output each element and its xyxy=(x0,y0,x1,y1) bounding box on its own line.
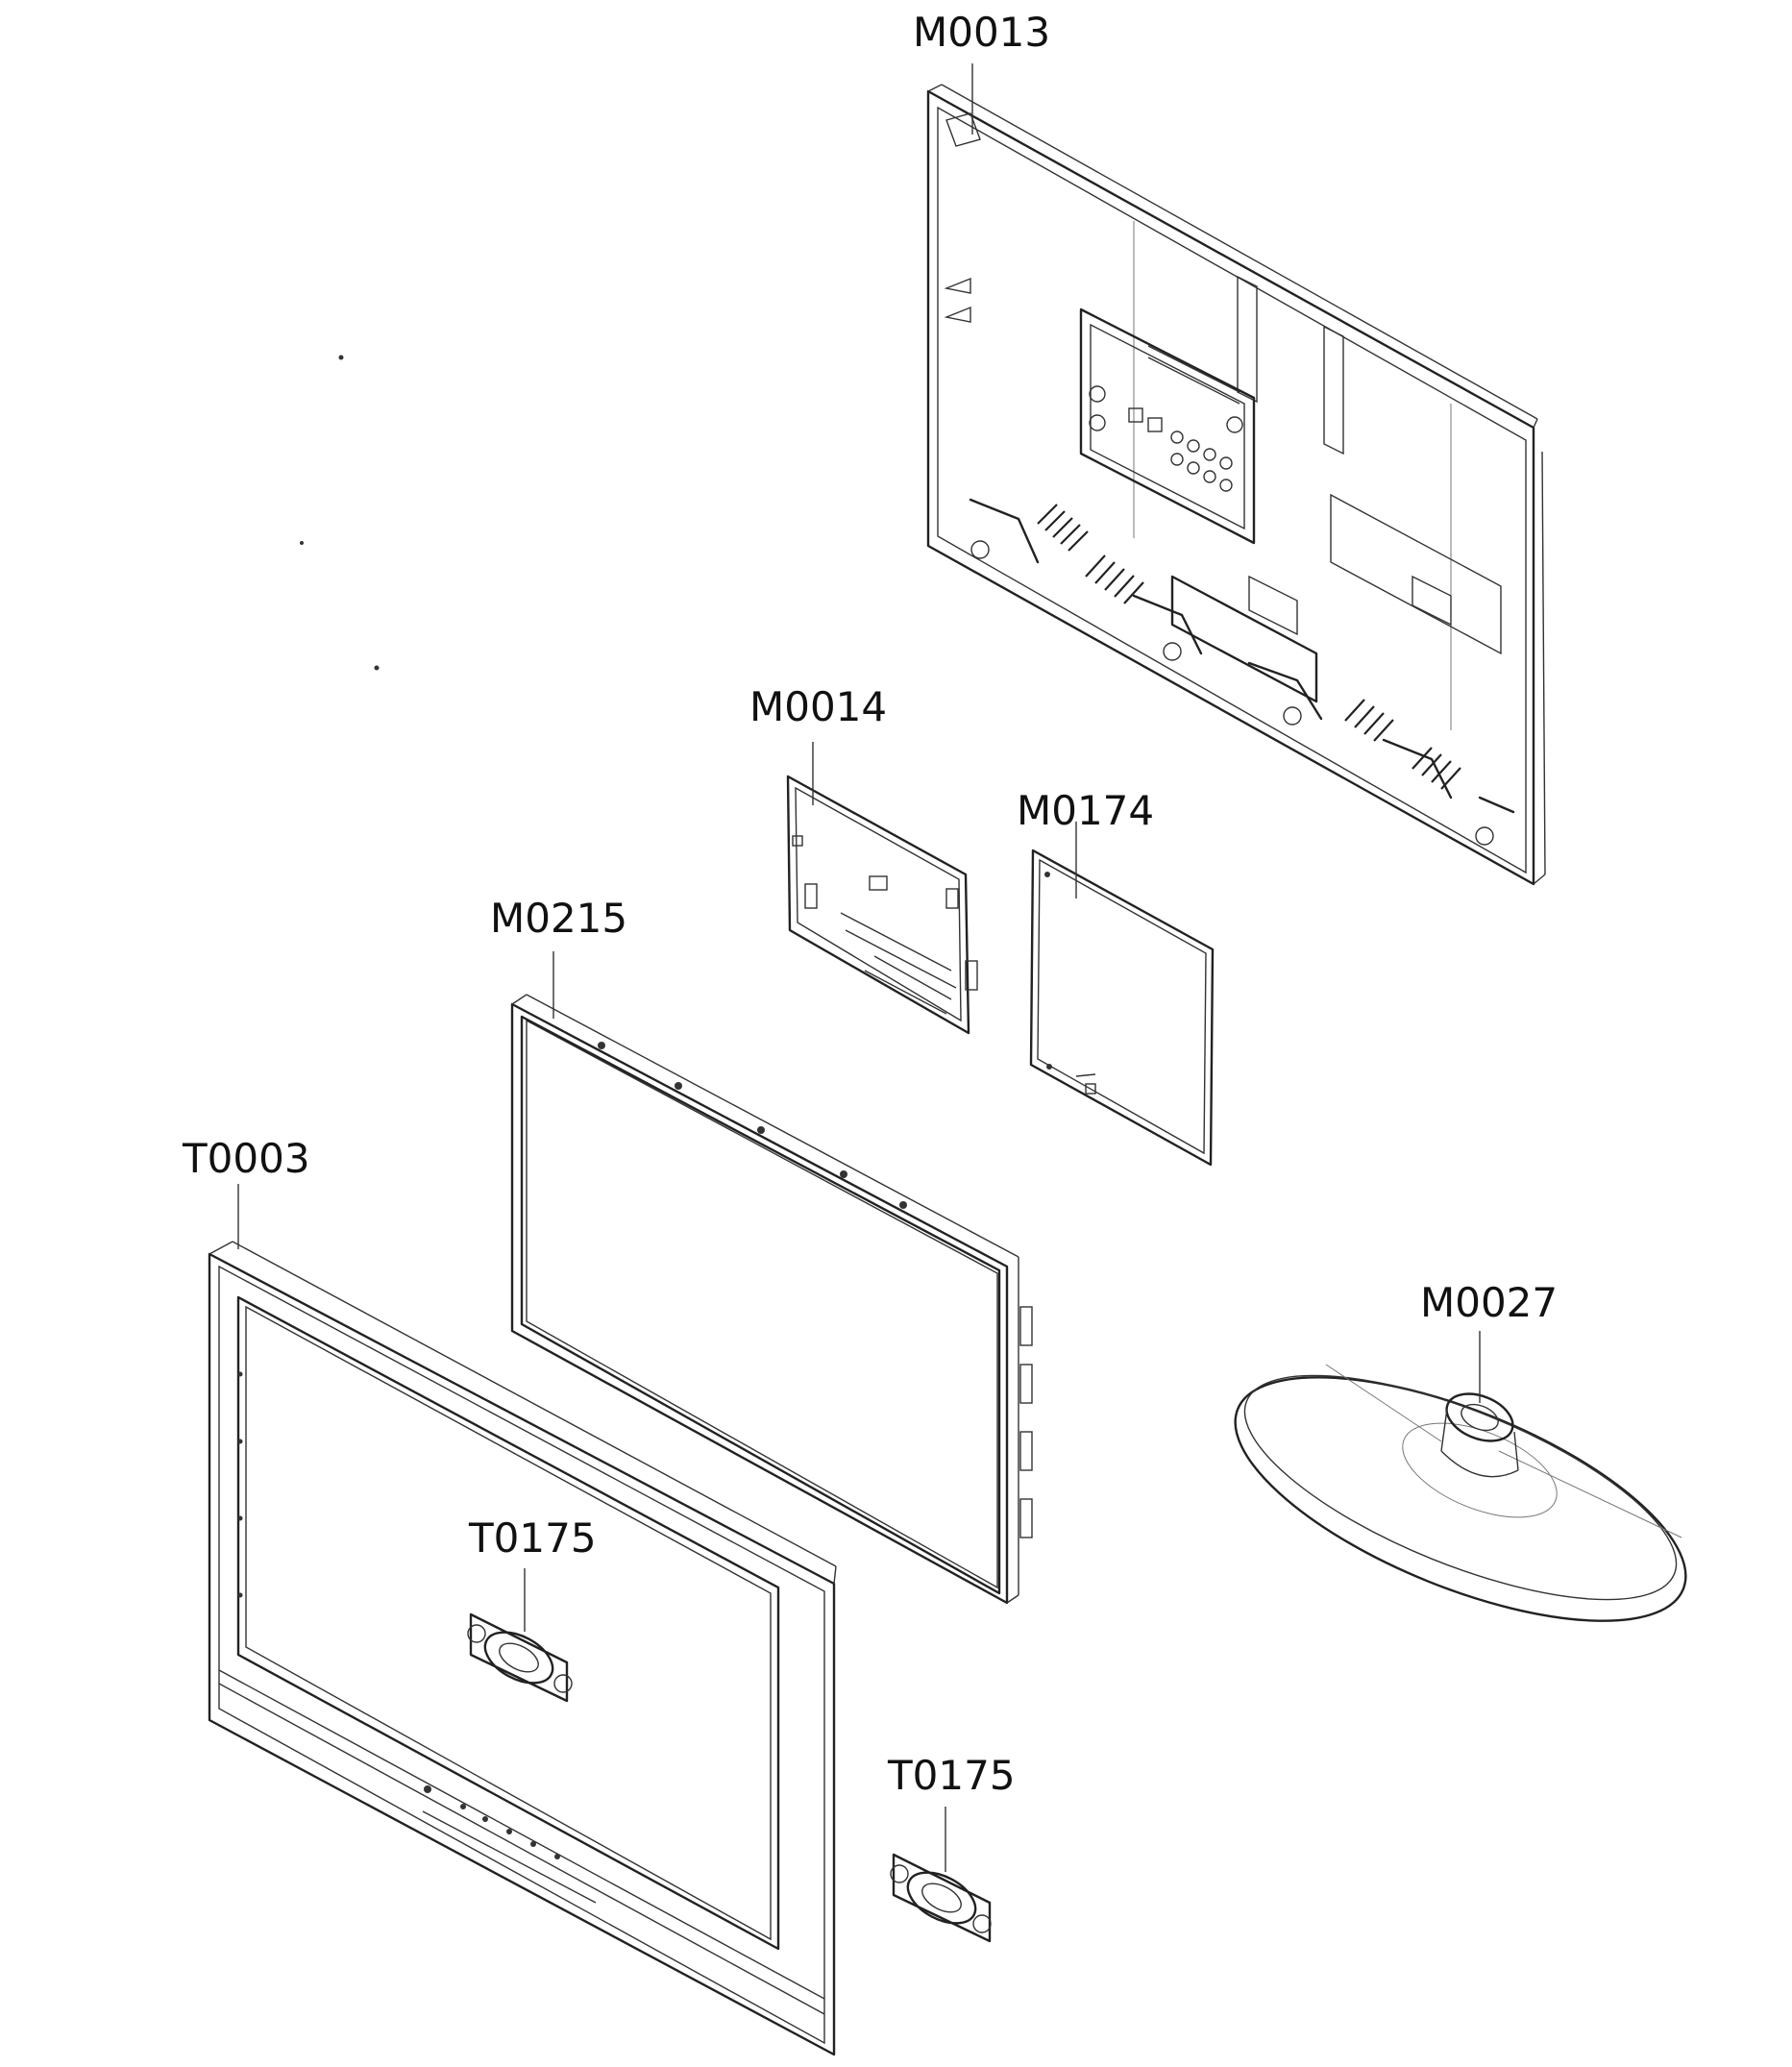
main-board-part xyxy=(786,775,978,1035)
front-bezel-callout: T0003 xyxy=(182,1135,310,1182)
main-board-callout: M0014 xyxy=(749,683,887,730)
vent-slots-left xyxy=(1037,504,1144,604)
front-bezel-part xyxy=(208,1241,837,2056)
speck xyxy=(338,355,344,360)
speaker-right-callout: T0175 xyxy=(887,1752,1016,1799)
speck xyxy=(374,665,380,671)
power-board-callout: M0174 xyxy=(1017,787,1154,834)
speck xyxy=(300,541,304,545)
panel-callout: M0215 xyxy=(490,895,627,942)
stand-part xyxy=(1234,1364,1687,1622)
stand-callout: M0027 xyxy=(1420,1279,1558,1326)
speaker-right-part xyxy=(890,1853,992,1943)
speaker-left-callout: T0175 xyxy=(468,1514,597,1562)
vent-slots-right xyxy=(1344,699,1461,790)
rear-cover-callout: M0013 xyxy=(913,9,1050,56)
panel-part xyxy=(510,994,1033,1605)
speaker-left-part xyxy=(467,1612,573,1703)
rear-cover-part xyxy=(926,84,1546,886)
power-board-part xyxy=(1029,849,1215,1167)
